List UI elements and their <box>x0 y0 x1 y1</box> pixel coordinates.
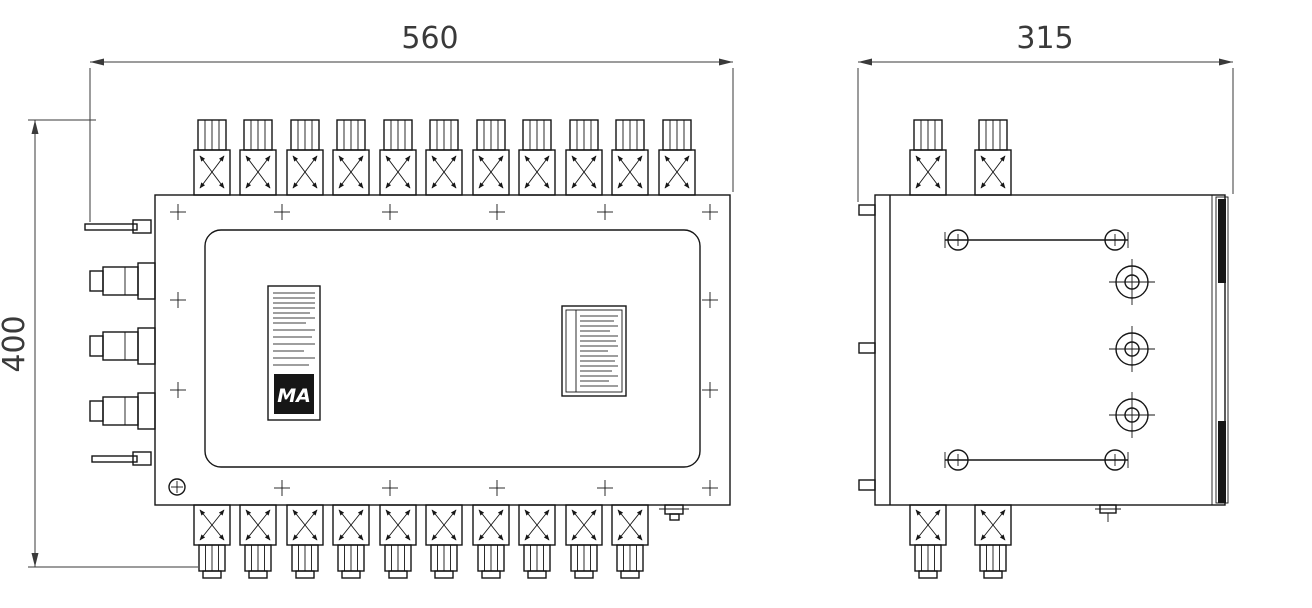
dimension-front-height: 400 <box>0 119 198 568</box>
cable-gland <box>287 505 323 578</box>
certification-text-lines <box>580 315 618 387</box>
enclosure-cover <box>204 229 701 468</box>
certification-plate <box>561 305 627 397</box>
nameplate-text-lines <box>273 292 315 366</box>
top-cable-glands <box>194 120 695 195</box>
bottom-cable-glands <box>194 505 648 578</box>
cable-gland <box>194 505 230 578</box>
cable-gland <box>426 505 462 578</box>
cable-gland <box>333 120 369 195</box>
hinge-pin-top <box>84 219 152 234</box>
cable-gland <box>426 120 462 195</box>
clamp-bar-bottom <box>944 449 1129 471</box>
clamp-bar-top <box>944 229 1129 251</box>
hinge-pin-bottom <box>91 451 152 466</box>
enclosure-body-front <box>154 194 731 506</box>
cable-gland <box>380 120 416 195</box>
boss-fitting <box>1108 325 1156 373</box>
plug-connector <box>89 262 156 300</box>
dim-value-front-height: 400 <box>0 315 32 372</box>
plug-connector <box>89 392 156 430</box>
cable-gland <box>612 120 648 195</box>
cable-gland <box>659 120 695 195</box>
dimension-side-width: 315 <box>857 21 1234 202</box>
enclosure-body-side <box>874 194 1226 506</box>
dim-value-front-width: 560 <box>401 21 458 56</box>
left-plug-connectors <box>89 262 156 430</box>
cable-gland <box>333 505 369 578</box>
cable-gland <box>240 505 276 578</box>
cable-gland <box>380 505 416 578</box>
breather-plug <box>659 504 689 521</box>
dimension-front-width: 560 <box>89 21 734 222</box>
plug-connector <box>89 327 156 365</box>
cable-gland <box>287 120 323 195</box>
cable-gland <box>975 120 1011 195</box>
grounding-screw <box>168 478 186 496</box>
cable-gland <box>194 120 230 195</box>
front-view: MA <box>84 120 731 578</box>
cable-gland <box>519 505 555 578</box>
cable-gland <box>473 505 509 578</box>
cable-gland <box>612 505 648 578</box>
cable-gland <box>910 120 946 195</box>
cable-gland <box>240 120 276 195</box>
nameplate-ma: MA <box>267 285 321 421</box>
boss-fitting <box>1108 258 1156 306</box>
hinge-tabs <box>858 204 876 491</box>
cable-gland <box>519 120 555 195</box>
side-view <box>858 120 1229 578</box>
cable-gland <box>566 505 602 578</box>
ma-logo-text: MA <box>277 385 311 407</box>
cable-gland <box>566 120 602 195</box>
boss-fitting <box>1108 391 1156 439</box>
ma-logo-box <box>274 374 314 414</box>
drain-plug <box>1095 504 1121 522</box>
flange-bolt-marks <box>169 203 719 497</box>
cable-gland <box>473 120 509 195</box>
cable-gland <box>975 505 1011 578</box>
cable-gland <box>910 505 946 578</box>
dim-value-side-width: 315 <box>1016 21 1073 56</box>
